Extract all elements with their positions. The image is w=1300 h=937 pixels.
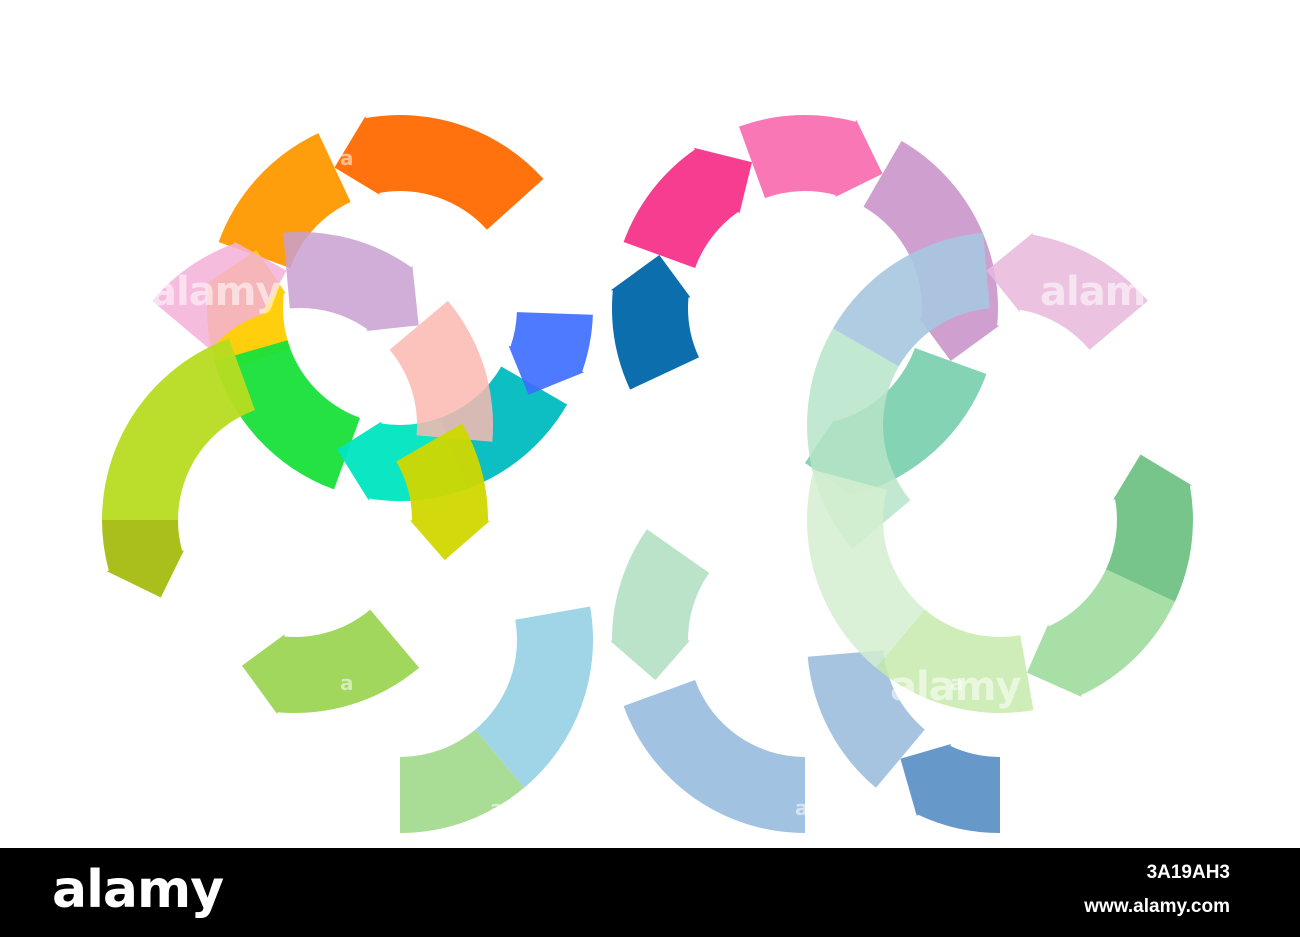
bottom-left-olive-arc xyxy=(102,520,184,598)
bottom-center-mint-arc xyxy=(610,529,710,681)
top-left-green-arc xyxy=(214,340,360,490)
bottom-right-green-arc xyxy=(1106,454,1193,602)
watermark-letter: a xyxy=(490,541,504,565)
site-domain[interactable]: www.alamy.com xyxy=(1084,896,1230,917)
watermark-text: alamy xyxy=(1040,269,1171,315)
watermark-letter: a xyxy=(645,146,659,170)
watermark-letter: a xyxy=(645,671,659,695)
watermark-letter: a xyxy=(490,26,504,50)
watermark-text: alamy xyxy=(595,399,726,445)
mid-left-peach-arc xyxy=(389,300,494,442)
stock-photo-footer: alamy 3A19AH3 www.alamy.com xyxy=(0,848,1300,937)
top-right-magenta-arc xyxy=(623,147,752,268)
mid-left-pink-arc xyxy=(152,241,287,350)
bottom-left-yellowgreen-arc xyxy=(396,423,490,561)
bottom-right-blue-arc xyxy=(900,744,1000,833)
top-center-blue-arc xyxy=(508,312,593,395)
watermark-letter: a xyxy=(950,671,964,695)
bottom-center-steel-arc xyxy=(623,680,805,833)
bottom-center-green-arc xyxy=(400,729,525,833)
watermark-letter: a xyxy=(490,796,504,820)
bottom-right-lightgreen-arc xyxy=(875,609,1034,714)
top-left-amber-arc xyxy=(218,133,351,268)
image-id: 3A19AH3 xyxy=(1146,862,1230,883)
bottom-center-skyblue-arc xyxy=(475,606,594,788)
bottom-right-lemon-arc xyxy=(807,470,925,668)
top-left-orange-arc xyxy=(334,115,544,230)
bottom-left-green-arc xyxy=(242,609,420,715)
watermark-letter: a xyxy=(795,541,809,565)
watermark-text: alamy xyxy=(890,664,1021,710)
watermark-letter: a xyxy=(785,26,799,50)
top-right-pink-arc xyxy=(739,115,883,199)
top-center-navy-arc xyxy=(610,255,699,390)
watermark-letter: a xyxy=(795,796,809,820)
bottom-right-paleblue-arc xyxy=(807,650,925,788)
watermark-text: alamy xyxy=(150,269,281,315)
watermark-letter: a xyxy=(340,146,354,170)
alamy-logo[interactable]: alamy xyxy=(52,860,224,920)
bottom-right-palegreen-arc xyxy=(1026,569,1175,697)
watermark-letter: a xyxy=(340,671,354,695)
mid-right-pink-arc xyxy=(986,232,1148,350)
bottom-left-lime-arc xyxy=(101,338,255,520)
mid-right-blue-arc xyxy=(832,232,990,367)
watermark-letter: a xyxy=(950,146,964,170)
mid-left-lilac-arc xyxy=(283,231,419,331)
